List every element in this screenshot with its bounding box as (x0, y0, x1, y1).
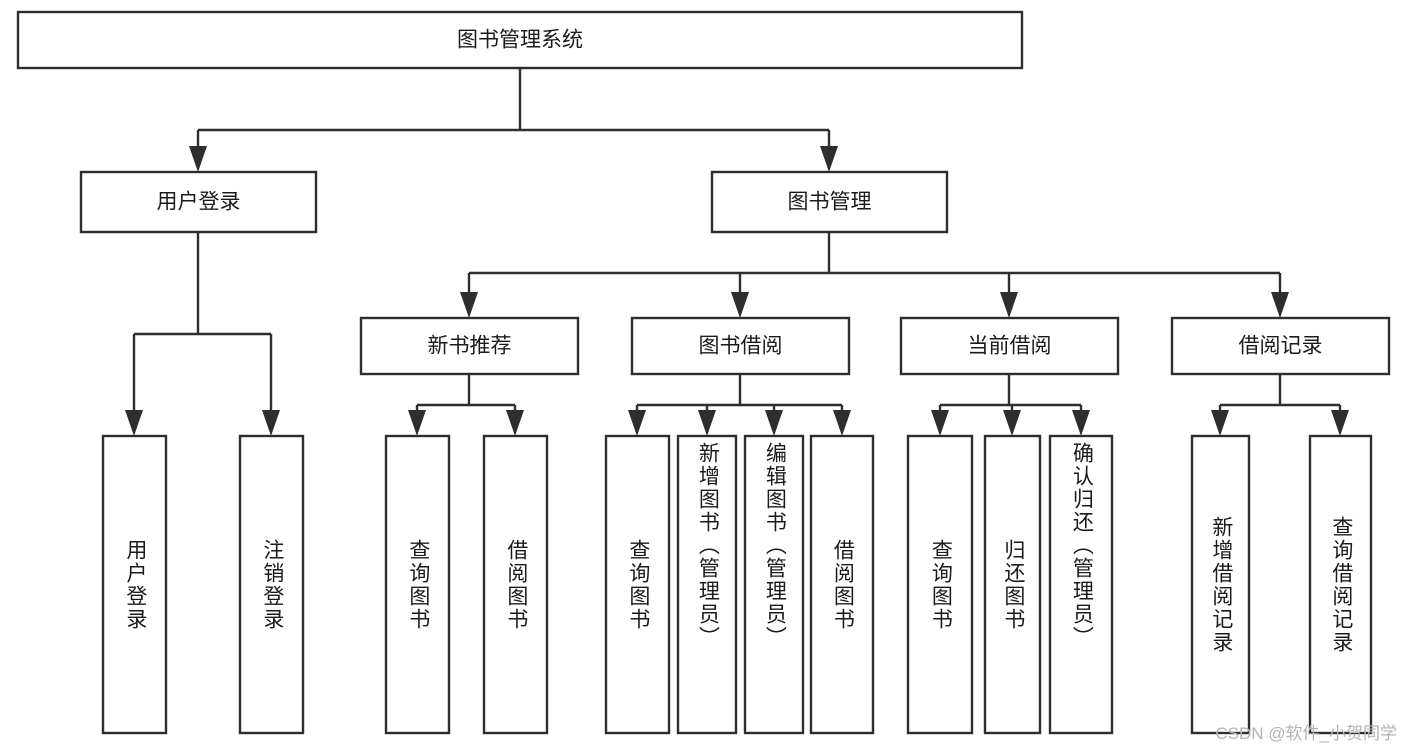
arrow-head-icon (1003, 410, 1021, 436)
node-box-leaf-query-book-3[interactable] (906, 434, 974, 735)
node-box-leaf-query-record[interactable] (1308, 434, 1373, 735)
node-label-bookmgmt: 图书管理 (788, 191, 872, 214)
node-box-leaf-query-book-2[interactable] (604, 434, 671, 735)
node-box-current[interactable] (899, 316, 1120, 376)
node-label-login: 用户登录 (157, 191, 241, 214)
node-box-newbook[interactable] (359, 316, 580, 376)
arrow-head-icon (931, 410, 949, 436)
arrow-head-icon (1000, 292, 1018, 318)
node-label-records: 借阅记录 (1239, 335, 1323, 358)
arrow-head-icon (1211, 410, 1229, 436)
node-box-leaf-borrow-book-1[interactable] (482, 434, 549, 735)
connector-group (460, 232, 1289, 318)
connector-group (125, 232, 280, 436)
node-box-leaf-confirm-return[interactable] (1048, 434, 1114, 735)
arrow-head-icon (1331, 410, 1349, 436)
node-label-borrow: 图书借阅 (699, 335, 783, 358)
node-box-leaf-return-book[interactable] (983, 434, 1042, 735)
node-box-leaf-add-record[interactable] (1190, 434, 1251, 735)
arrow-head-icon (833, 410, 851, 436)
arrow-head-icon (1271, 292, 1289, 318)
node-box-borrow[interactable] (630, 316, 851, 376)
node-box-bookmgmt[interactable] (710, 170, 949, 234)
node-box-leaf-edit-book[interactable] (743, 434, 805, 735)
connectors-layer (125, 68, 1349, 436)
node-box-leaf-add-book[interactable] (676, 434, 738, 735)
node-box-leaf-borrow-book-2[interactable] (809, 434, 875, 735)
arrow-head-icon (628, 410, 646, 436)
arrow-head-icon (820, 146, 838, 172)
arrow-head-icon (506, 410, 524, 436)
connector-group (628, 374, 851, 436)
node-label-newbook: 新书推荐 (428, 335, 512, 358)
node-label-current: 当前借阅 (968, 335, 1052, 358)
arrow-head-icon (698, 410, 716, 436)
connector-group (931, 374, 1090, 436)
arrow-head-icon (262, 410, 280, 436)
arrow-head-icon (731, 292, 749, 318)
node-box-leaf-logout[interactable] (238, 434, 305, 735)
arrow-head-icon (1072, 410, 1090, 436)
arrow-head-icon (765, 410, 783, 436)
node-box-records[interactable] (1170, 316, 1391, 376)
boxes-layer (16, 10, 1391, 735)
arrow-head-icon (125, 410, 143, 436)
arrow-head-icon (460, 292, 478, 318)
node-label-root: 图书管理系统 (457, 29, 583, 52)
connector-group (408, 374, 524, 436)
node-box-leaf-query-book-1[interactable] (384, 434, 451, 735)
node-box-leaf-user-login[interactable] (101, 434, 168, 735)
arrow-head-icon (408, 410, 426, 436)
connector-group (1211, 374, 1349, 436)
connector-group (189, 68, 838, 172)
node-box-login[interactable] (79, 170, 318, 234)
arrow-head-icon (189, 146, 207, 172)
watermark: CSDN @软件_小贺同学 (1215, 724, 1397, 743)
node-box-root[interactable] (16, 10, 1024, 70)
